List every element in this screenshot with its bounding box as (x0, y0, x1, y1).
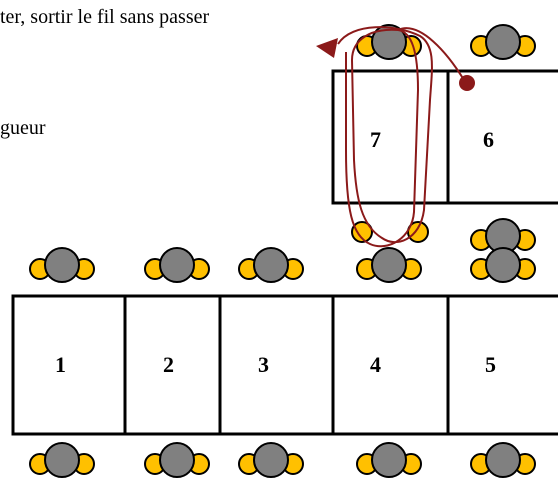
instruction-line-2: gueur (0, 117, 46, 139)
cell-label-3: 3 (258, 352, 269, 377)
bead-gray (159, 442, 195, 478)
top-box-outline (331, 69, 558, 205)
bead-gray (253, 247, 289, 283)
bead-gray (371, 442, 407, 478)
bead-gray (44, 442, 80, 478)
bead-gray (44, 247, 80, 283)
bottom-box-outline (11, 294, 558, 436)
instruction-line-1: ter, sortir le fil sans passer (0, 6, 210, 28)
bead-gray (485, 442, 521, 478)
bead-gray (485, 247, 521, 283)
cell-label-4: 4 (370, 352, 381, 377)
bead-gold-left (351, 221, 373, 243)
cell-label-6: 6 (483, 127, 494, 152)
thread-start-knot (459, 75, 475, 91)
cell-label-7: 7 (370, 127, 381, 152)
bead-gray (485, 24, 521, 60)
thread-path (337, 26, 433, 248)
bead-gray (253, 442, 289, 478)
bead-groups (29, 24, 536, 478)
cell-label-2: 2 (163, 352, 174, 377)
cell-label-5: 5 (485, 352, 496, 377)
cell-label-1: 1 (55, 352, 66, 377)
thread-arrowhead (316, 38, 338, 58)
thread-tail (397, 27, 465, 81)
bead-gray (371, 24, 407, 60)
bead-gray (371, 247, 407, 283)
bead-gray (159, 247, 195, 283)
